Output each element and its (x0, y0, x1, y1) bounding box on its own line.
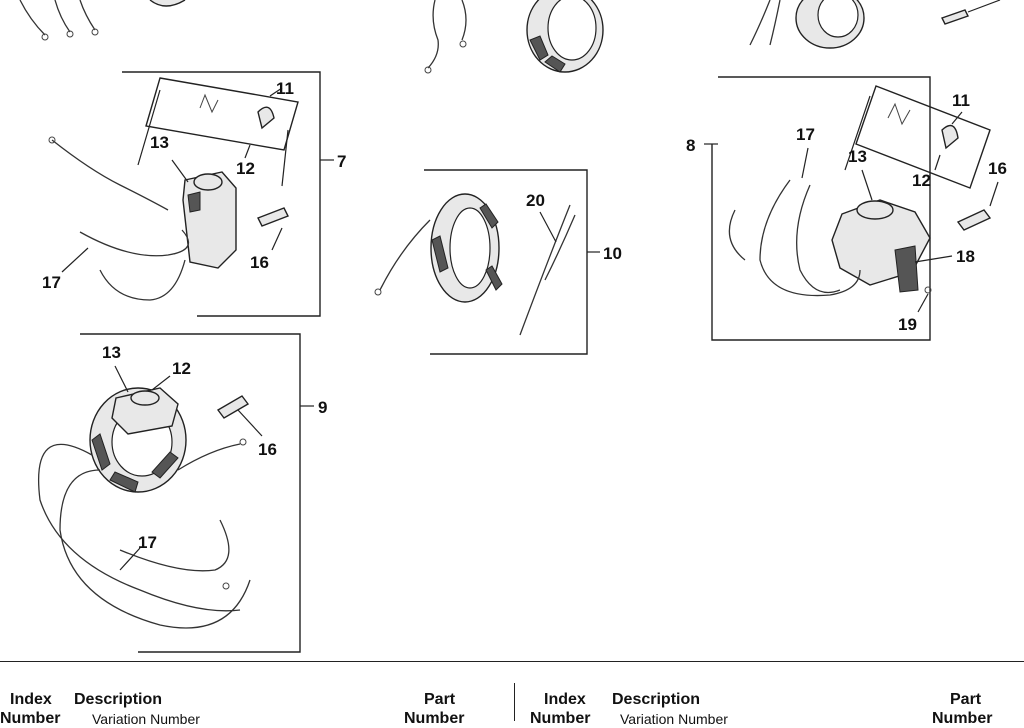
callout-8-16: 16 (988, 159, 1007, 178)
callout-8-12: 12 (912, 171, 931, 190)
right-number-header: Number (530, 710, 591, 727)
callout-8-18: 18 (956, 247, 975, 266)
left-index-header: Index (10, 691, 52, 708)
table-top-rule (0, 661, 1024, 662)
callout-9-17: 17 (138, 533, 157, 552)
callout-7-13: 13 (150, 133, 169, 152)
assembly-group-8 (704, 76, 999, 341)
right-part-header: Part (950, 691, 982, 708)
callout-7-17: 17 (42, 273, 61, 292)
left-part-header: Part (424, 691, 456, 708)
callout-10-20: 20 (526, 191, 545, 210)
callout-8-8: 8 (686, 136, 695, 155)
callout-8-19: 19 (898, 315, 917, 334)
callout-7-7: 7 (337, 152, 346, 171)
callout-8-17: 17 (796, 125, 815, 144)
left-part-number-header: Number (404, 710, 465, 727)
callout-7-16: 16 (250, 253, 269, 272)
callout-9-16: 16 (258, 440, 277, 459)
left-variation-header: Variation Number (92, 711, 200, 727)
table-column-divider (514, 683, 515, 721)
left-description-header: Description (74, 691, 163, 708)
assembly-group-9 (38, 333, 314, 653)
assembly-group-10 (374, 169, 600, 355)
right-variation-header: Variation Number (620, 711, 728, 727)
callout-8-13: 13 (848, 147, 867, 166)
callout-10-10: 10 (603, 244, 622, 263)
callout-8-11: 11 (952, 91, 970, 110)
callout-9-9: 9 (318, 398, 327, 417)
right-description-header: Description (612, 691, 701, 708)
callout-labels: 11 13 12 7 16 17 13 12 16 9 17 20 10 11 … (42, 79, 1007, 552)
callout-9-13: 13 (102, 343, 121, 362)
callout-9-12: 12 (172, 359, 191, 378)
assembly-group-7 (48, 71, 334, 317)
callout-7-12: 12 (236, 159, 255, 178)
right-part-number-header: Number (932, 710, 993, 727)
callout-7-11: 11 (276, 79, 294, 98)
left-number-header: Number (0, 710, 61, 727)
right-index-header: Index (544, 691, 586, 708)
exploded-parts-diagram: 11 13 12 7 16 17 13 12 16 9 17 20 10 11 … (19, 0, 1007, 653)
top-partial-parts (19, 0, 1001, 74)
